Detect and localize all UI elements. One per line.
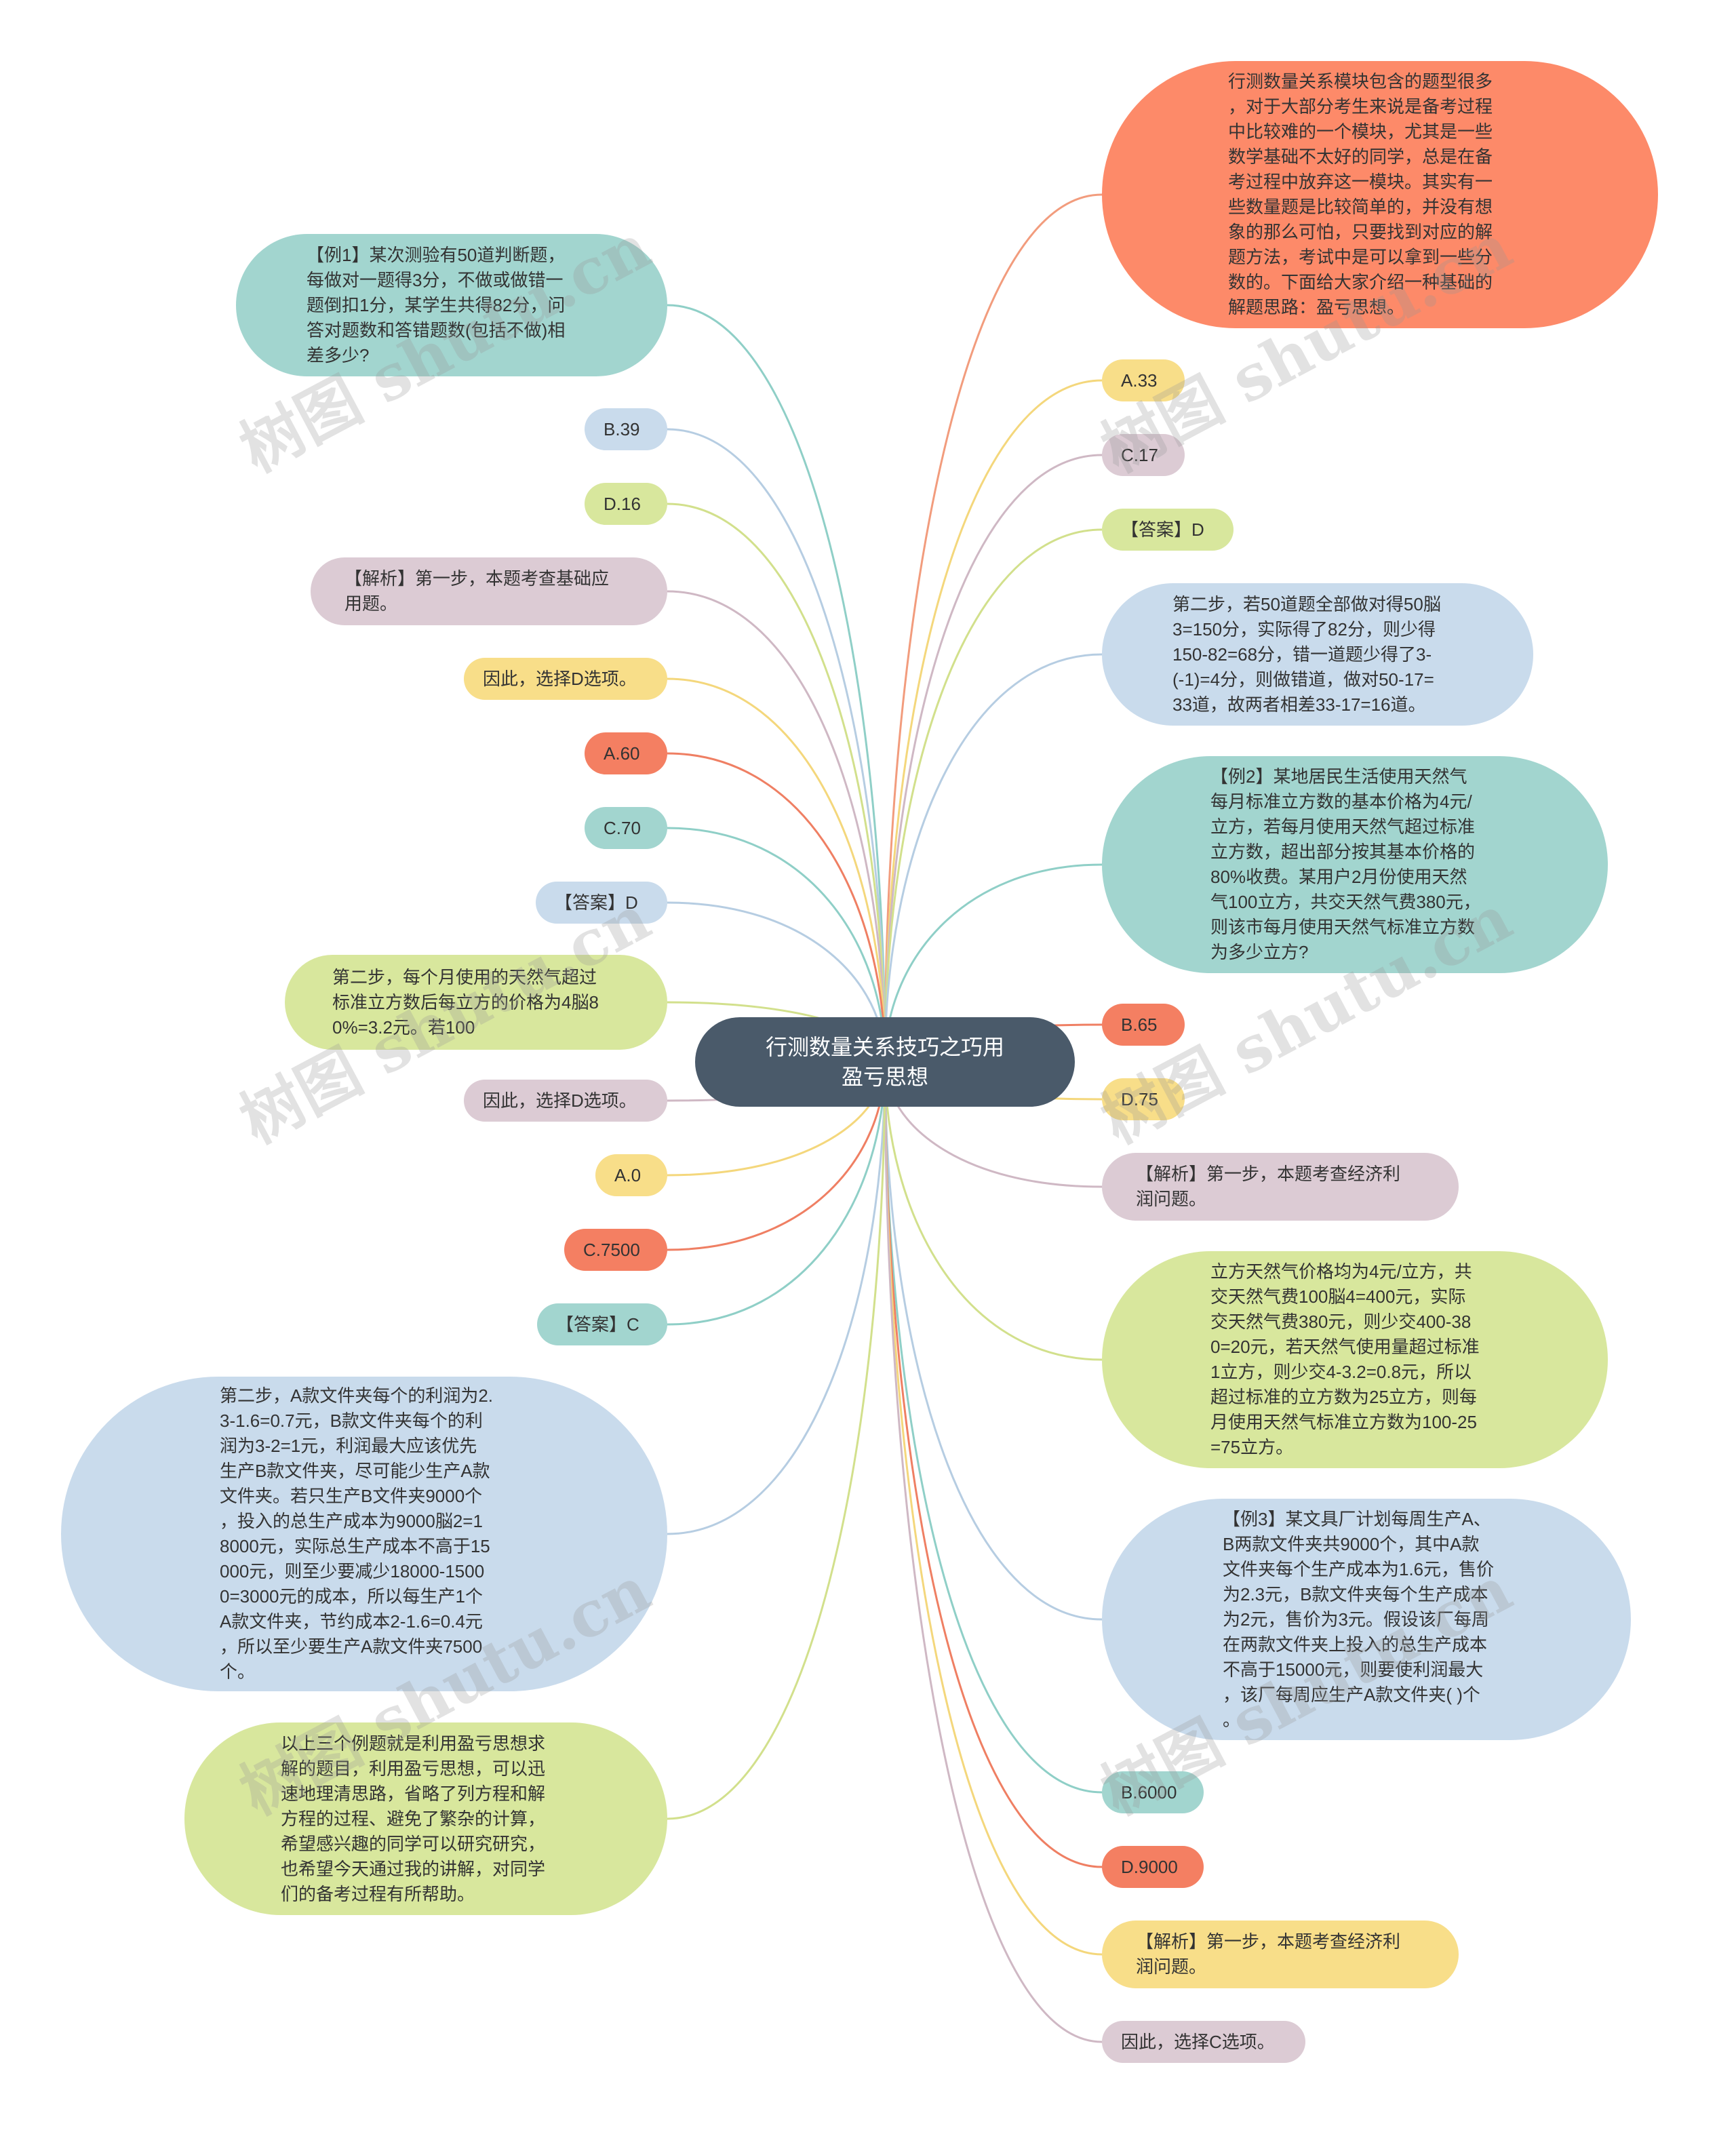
connector-l-sel1 (667, 677, 886, 1063)
option-d9000[interactable]: D.9000 (1102, 1846, 1204, 1888)
option-c70[interactable]: C.70 (585, 807, 667, 849)
connector-l-d16 (667, 503, 886, 1063)
connector-l-b39 (667, 428, 886, 1063)
connector-l-step2-3 (667, 1061, 886, 1535)
analysis-3-text: 【解析】第一步，本题考查经济利 润问题。 (1136, 1931, 1401, 1977)
step2-example2-part1[interactable]: 第二步，每个月使用的天然气超过 标准立方数后每立方的价格为4脳8 0%=3.2元… (285, 955, 667, 1050)
analysis-3[interactable]: 【解析】第一步，本题考查经济利 润问题。 (1102, 1921, 1459, 1988)
select-d-1-label: 因此，选择D选项。 (483, 668, 637, 689)
connector-r-step2-1 (884, 653, 1103, 1063)
step2-example1-text: 第二步，若50道题全部做对得50脳 3=150分，实际得了82分，则少得 150… (1172, 593, 1441, 715)
option-d16-label: D.16 (604, 493, 641, 514)
analysis-2[interactable]: 【解析】第一步，本题考查经济利 润问题。 (1102, 1153, 1459, 1221)
select-d-2-label: 因此，选择D选项。 (483, 1090, 637, 1111)
option-b39-label: B.39 (604, 418, 640, 439)
connector-l-c70 (667, 827, 886, 1063)
option-d9000-label: D.9000 (1121, 1856, 1178, 1877)
step2-example2[interactable]: 立方天然气价格均为4元/立方，共 交天然气费100脳4=400元，实际 交天然气… (1102, 1251, 1608, 1468)
select-c-label: 因此，选择C选项。 (1121, 2031, 1275, 2052)
step2-example3-text: 第二步，A款文件夹每个的利润为2. 3-1.6=0.7元，B款文件夹每个的利 润… (220, 1385, 494, 1682)
option-a0-label: A.0 (614, 1164, 642, 1185)
option-d75-label: D.75 (1121, 1088, 1158, 1109)
option-c17-label: C.17 (1121, 444, 1158, 465)
option-c17[interactable]: C.17 (1102, 434, 1185, 476)
answer-1-label: 【答案】D (1121, 519, 1204, 540)
step2-example1[interactable]: 第二步，若50道题全部做对得50脳 3=150分，实际得了82分，则少得 150… (1102, 583, 1533, 726)
connector-r-ex3 (884, 1061, 1103, 1621)
summary[interactable]: 以上三个例题就是利用盈亏思想求 解的题目，利用盈亏思想，可以迅 速地理清思路，省… (184, 1722, 667, 1915)
connector-r-sel3 (884, 1061, 1103, 2043)
example-1[interactable]: 【例1】某次测验有50道判断题， 每做对一题得3分，不做或做错一 题倒扣1分，某… (236, 234, 667, 376)
option-b65-label: B.65 (1121, 1014, 1158, 1035)
center-topic-label: 行测数量关系技巧之巧用 盈亏思想 (765, 1035, 1004, 1089)
option-a0[interactable]: A.0 (595, 1154, 667, 1196)
analysis-2-text: 【解析】第一步，本题考查经济利 润问题。 (1136, 1164, 1401, 1209)
answer-2-label: 【答案】D (555, 892, 638, 913)
example-1-text: 【例1】某次测验有50道判断题， 每做对一题得3分，不做或做错一 题倒扣1分，某… (307, 244, 566, 366)
connector-r-ans1 (884, 528, 1103, 1063)
option-a33[interactable]: A.33 (1102, 359, 1185, 401)
option-b6000-label: B.6000 (1121, 1781, 1177, 1803)
example-3-text: 【例3】某文具厂计划每周生产A、 B两款文件夹共9000个，其中A款 文件夹每个… (1223, 1508, 1495, 1730)
center-topic[interactable]: 行测数量关系技巧之巧用 盈亏思想 (695, 1017, 1075, 1107)
summary-text: 以上三个例题就是利用盈亏思想求 解的题目，利用盈亏思想，可以迅 速地理清思路，省… (281, 1733, 546, 1904)
connector-l-summary (667, 1061, 886, 1820)
option-a60[interactable]: A.60 (585, 732, 667, 774)
option-c7500-label: C.7500 (583, 1239, 640, 1260)
option-a33-label: A.33 (1121, 370, 1158, 391)
connector-r-a33 (884, 379, 1103, 1063)
analysis-1[interactable]: 【解析】第一步，本题考查基础应 用题。 (311, 557, 667, 625)
answer-3[interactable]: 【答案】C (537, 1303, 667, 1345)
option-b6000[interactable]: B.6000 (1102, 1771, 1204, 1813)
select-d-1[interactable]: 因此，选择D选项。 (464, 658, 667, 700)
connector-r-intro (884, 193, 1103, 1063)
connector-r-c17 (884, 454, 1103, 1063)
intro-text: 行测数量关系模块包含的题型很多 ，对于大部分考生来说是备考过程 中比较难的一个模… (1228, 71, 1493, 317)
option-b39[interactable]: B.39 (585, 408, 667, 450)
connector-l-jx1 (667, 590, 886, 1063)
connector-l-ex1 (667, 304, 886, 1063)
analysis-1-text: 【解析】第一步，本题考查基础应 用题。 (344, 568, 610, 614)
answer-1[interactable]: 【答案】D (1102, 509, 1234, 551)
connector-l-a60 (667, 752, 886, 1063)
select-c[interactable]: 因此，选择C选项。 (1102, 2021, 1305, 2063)
example-2[interactable]: 【例2】某地居民生活使用天然气 每月标准立方数的基本价格为4元/ 立方，若每月使… (1102, 756, 1608, 973)
option-b65[interactable]: B.65 (1102, 1004, 1185, 1046)
option-c70-label: C.70 (604, 817, 641, 838)
step2-example3[interactable]: 第二步，A款文件夹每个的利润为2. 3-1.6=0.7元，B款文件夹每个的利 润… (61, 1377, 667, 1691)
connector-r-jx3 (884, 1061, 1103, 1956)
option-d75[interactable]: D.75 (1102, 1078, 1185, 1120)
intro-node[interactable]: 行测数量关系模块包含的题型很多 ，对于大部分考生来说是备考过程 中比较难的一个模… (1102, 61, 1658, 328)
option-a60-label: A.60 (604, 743, 640, 764)
answer-2[interactable]: 【答案】D (536, 882, 667, 924)
option-d16[interactable]: D.16 (585, 483, 667, 525)
select-d-2[interactable]: 因此，选择D选项。 (464, 1080, 667, 1122)
connector-r-d9000 (884, 1061, 1103, 1868)
step2-example2-text: 立方天然气价格均为4元/立方，共 交天然气费100脳4=400元，实际 交天然气… (1210, 1261, 1480, 1457)
step2-example2-part1-text: 第二步，每个月使用的天然气超过 标准立方数后每立方的价格为4脳8 0%=3.2元… (332, 966, 599, 1038)
connector-r-step2-2 (884, 1061, 1103, 1361)
connector-l-ans3 (667, 1061, 886, 1326)
option-c7500[interactable]: C.7500 (564, 1229, 667, 1271)
example-3[interactable]: 【例3】某文具厂计划每周生产A、 B两款文件夹共9000个，其中A款 文件夹每个… (1102, 1499, 1631, 1740)
example-2-text: 【例2】某地居民生活使用天然气 每月标准立方数的基本价格为4元/ 立方，若每月使… (1210, 766, 1481, 962)
answer-3-label: 【答案】C (556, 1314, 639, 1335)
